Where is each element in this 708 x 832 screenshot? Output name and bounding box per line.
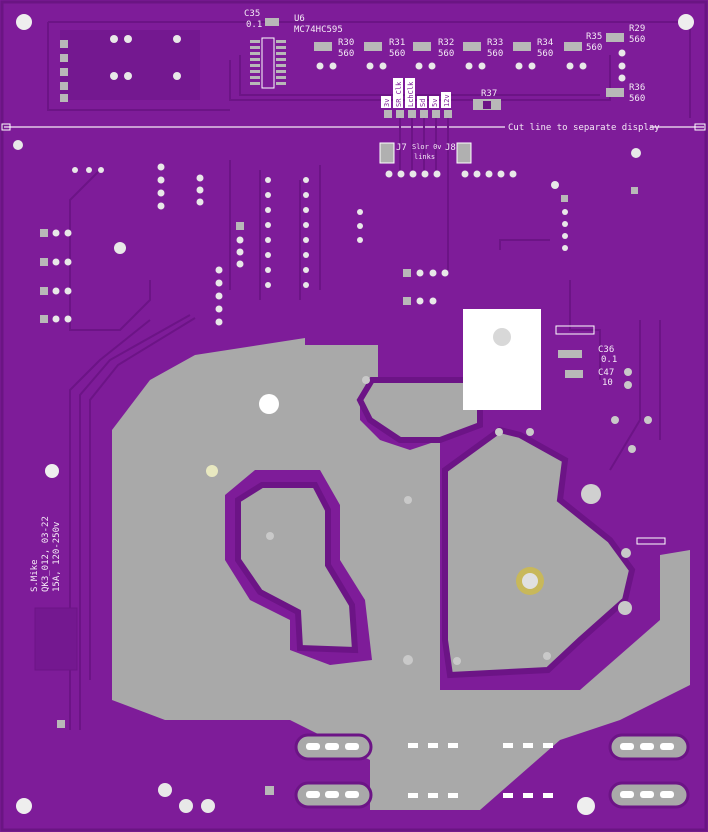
jumpers: J7 Slor 0v links J8 bbox=[379, 118, 517, 270]
j7-ref: J7 bbox=[396, 143, 407, 153]
c36-ref: C36 bbox=[598, 345, 614, 355]
components-main bbox=[13, 140, 641, 326]
r34-value: 560 bbox=[537, 49, 553, 59]
r36-value: 560 bbox=[629, 94, 645, 104]
copper-pour bbox=[112, 309, 690, 810]
display-header bbox=[384, 110, 452, 118]
c35-value: 0.1 bbox=[246, 20, 262, 30]
capacitors-right: C36 0.1 C47 10 bbox=[555, 325, 666, 545]
pin-label: 3v bbox=[383, 99, 391, 107]
credit-line: QK3_012, 03-22 bbox=[41, 516, 51, 592]
pin-label: Sd bbox=[419, 99, 427, 107]
board-credits: S.Mike QK3_012, 03-22 15A, 120-250v bbox=[30, 516, 62, 592]
c35-ref: C35 bbox=[244, 9, 260, 19]
r32-ref: R32 bbox=[438, 38, 454, 48]
mounting-hole bbox=[577, 797, 595, 815]
pin-label: 5v bbox=[431, 99, 439, 107]
pin-label: SR Clk bbox=[395, 81, 403, 107]
j7-note-line2: links bbox=[414, 153, 435, 161]
mounting-hole bbox=[45, 464, 59, 478]
pin-label: LchClk bbox=[407, 81, 415, 107]
cut-line: Cut line to separate display bbox=[1, 123, 706, 133]
r36-ref: R36 bbox=[629, 83, 645, 93]
r29-ref: R29 bbox=[629, 24, 645, 34]
u6-value: MC74HC595 bbox=[294, 25, 343, 35]
c47-ref: C47 bbox=[598, 368, 614, 378]
mounting-hole bbox=[678, 14, 694, 30]
j8-ref: J8 bbox=[445, 143, 456, 153]
cut-line-label: Cut line to separate display bbox=[508, 123, 660, 133]
u6-chip bbox=[250, 37, 286, 89]
c36-value: 0.1 bbox=[601, 355, 617, 365]
j7-note-line1: Slor 0v bbox=[412, 143, 442, 151]
mounting-hole bbox=[259, 394, 279, 414]
r35-value: 560 bbox=[586, 43, 602, 53]
r35-ref: R35 bbox=[586, 32, 602, 42]
r32-value: 560 bbox=[438, 49, 454, 59]
r34-ref: R34 bbox=[537, 38, 553, 48]
heatsink-tab bbox=[463, 309, 541, 410]
c47-value: 10 bbox=[602, 378, 613, 388]
r37-ref: R37 bbox=[481, 89, 497, 99]
r31-value: 560 bbox=[389, 49, 405, 59]
pin-label: 12v bbox=[443, 94, 451, 107]
r30-value: 560 bbox=[338, 49, 354, 59]
r31-ref: R31 bbox=[389, 38, 405, 48]
bottom-terminals bbox=[16, 464, 690, 815]
mounting-hole bbox=[16, 14, 32, 30]
r33-ref: R33 bbox=[487, 38, 503, 48]
r30-ref: R30 bbox=[338, 38, 354, 48]
u6-ref: U6 bbox=[294, 14, 305, 24]
resistor-r37: R37 bbox=[473, 89, 501, 110]
header-pin-labels: 3v SR Clk LchClk Sd 5v 12v bbox=[381, 78, 451, 108]
r33-value: 560 bbox=[487, 49, 503, 59]
mounting-hole bbox=[16, 798, 32, 814]
credit-line: S.Mike bbox=[30, 559, 40, 592]
main-traces bbox=[69, 160, 661, 730]
credit-line: 15A, 120-250v bbox=[52, 522, 62, 592]
r29-value: 560 bbox=[629, 35, 645, 45]
